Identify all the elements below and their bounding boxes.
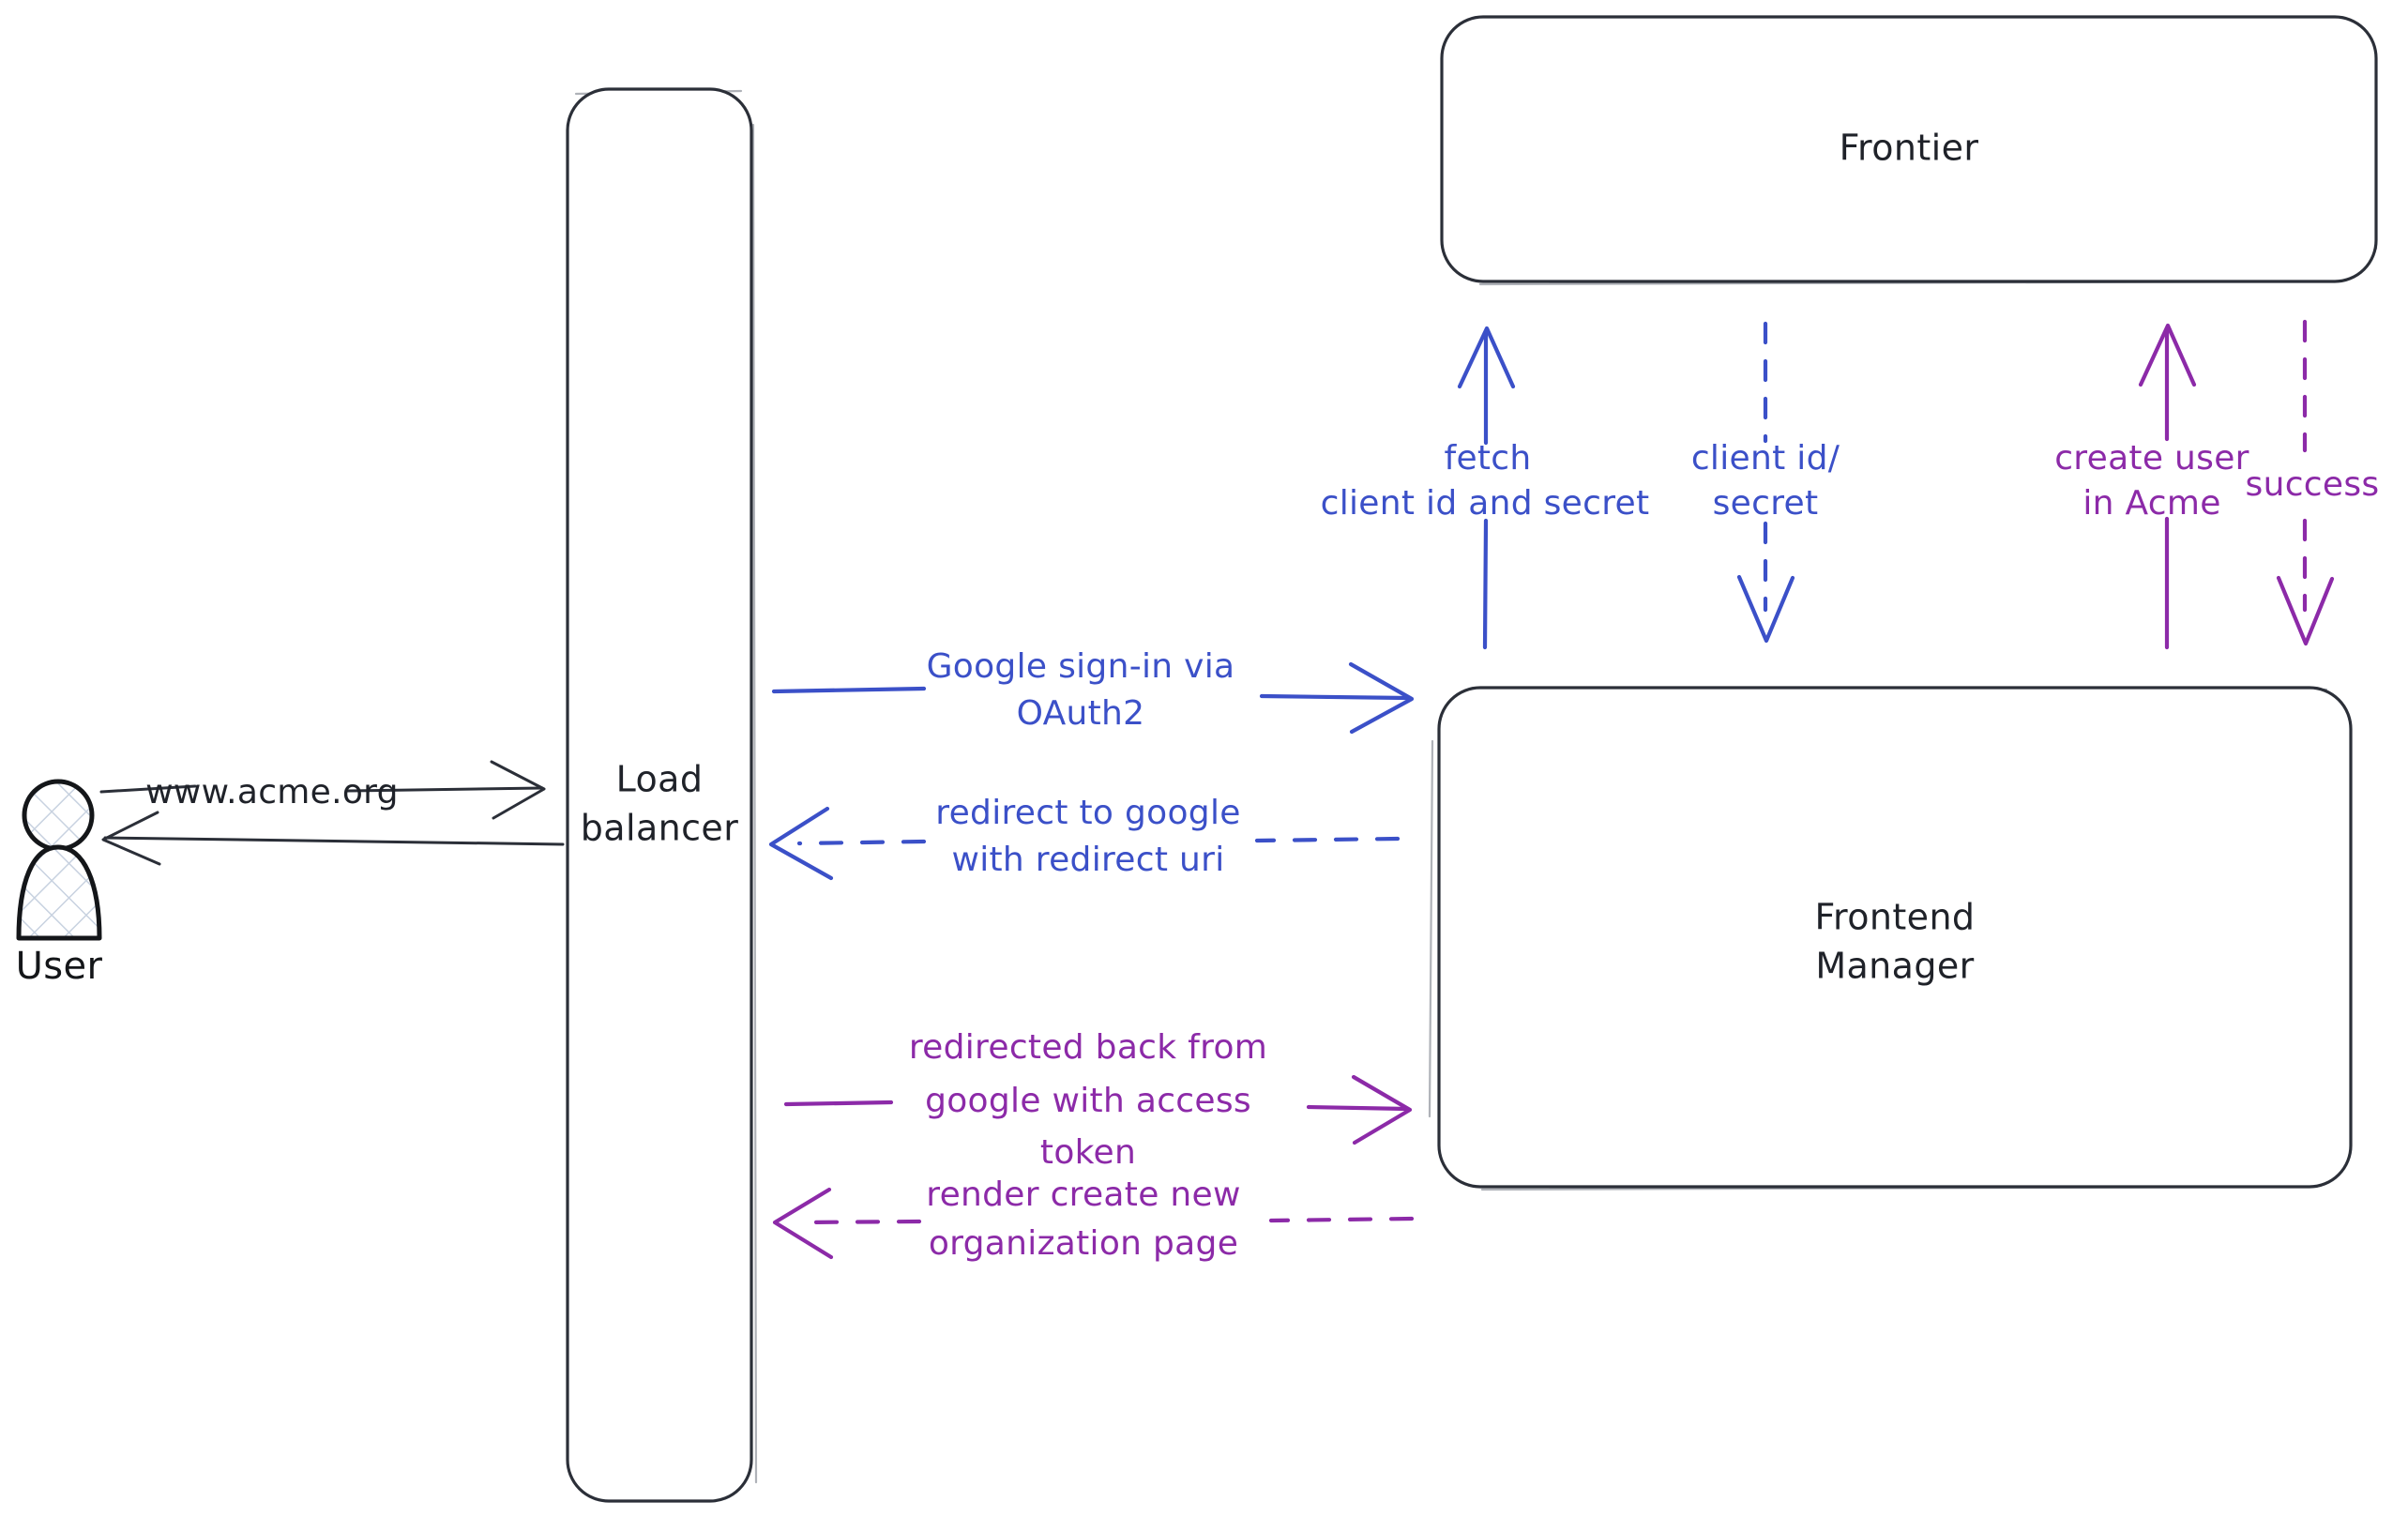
edge-success-label: success [2246, 465, 2380, 504]
edge-lb-to-fm-signin[interactable]: Google sign-in via OAuth2 [771, 647, 1415, 735]
edge-fm-to-lb-render[interactable]: render create new organization page [772, 1176, 1415, 1263]
edge-signin-label-line2: OAuth2 [1017, 694, 1145, 733]
frontend-manager-label-line2: Manager [1815, 946, 1974, 987]
frontend-manager-box [1437, 686, 2353, 1189]
edge-creds-label-line1: client id/ [1691, 439, 1840, 478]
load-balancer-label-line1: Load [616, 759, 704, 800]
node-frontier[interactable]: Frontier [1440, 15, 2378, 286]
frontend-manager-label-line1: Frontend [1815, 897, 1976, 938]
actor-user-label: User [16, 945, 103, 988]
edge-redirect-label-line2: with redirect uri [951, 841, 1224, 879]
load-balancer-label-line2: balancer [581, 808, 738, 849]
actor-user[interactable]: User [16, 779, 103, 988]
edge-fm-to-frontier-fetch[interactable]: fetch client id and secret [1321, 326, 1650, 650]
frontier-box [1440, 15, 2378, 283]
edge-user-to-lb-label: www.acme.org [145, 773, 399, 812]
edge-frontier-to-fm-success[interactable]: success [2246, 319, 2380, 646]
edge-signin-label-line1: Google sign-in via [927, 647, 1235, 686]
edge-frontier-to-fm-creds[interactable]: client id/ secret [1691, 321, 1840, 644]
node-frontend-manager[interactable]: Frontend Manager [1428, 686, 2353, 1191]
edge-fetch-label-line1: fetch [1444, 439, 1531, 478]
edge-render-label-line1: render create new [926, 1176, 1240, 1214]
edge-redirect-label-line1: redirect to google [935, 794, 1240, 832]
edge-create-user-label-line1: create user [2054, 439, 2249, 478]
edge-token-label-line1: redirected back from [909, 1028, 1267, 1067]
edge-token-label-line2: google with access [925, 1082, 1251, 1120]
edge-render-label-line2: organization page [929, 1224, 1238, 1263]
edge-fetch-label-line2: client id and secret [1321, 484, 1650, 523]
person-icon-body [16, 844, 102, 941]
person-icon-head [22, 779, 95, 852]
node-load-balancer[interactable]: Load balancer [566, 87, 758, 1503]
edge-lb-to-user[interactable] [101, 811, 565, 866]
edge-create-user-label-line2: in Acme [2082, 484, 2220, 523]
edge-token-label-line3: token [1040, 1133, 1136, 1172]
edge-fm-to-frontier-create[interactable]: create user in Acme [2054, 323, 2249, 650]
edge-creds-label-line2: secret [1713, 484, 1819, 523]
load-balancer-box [566, 87, 753, 1503]
frontier-label: Frontier [1840, 128, 1979, 169]
edge-user-to-lb[interactable]: www.acme.org [99, 760, 546, 820]
edge-fm-to-lb-redirect[interactable]: redirect to google with redirect uri [768, 794, 1401, 881]
edge-lb-to-fm-token[interactable]: redirected back from google with access … [783, 1028, 1413, 1172]
